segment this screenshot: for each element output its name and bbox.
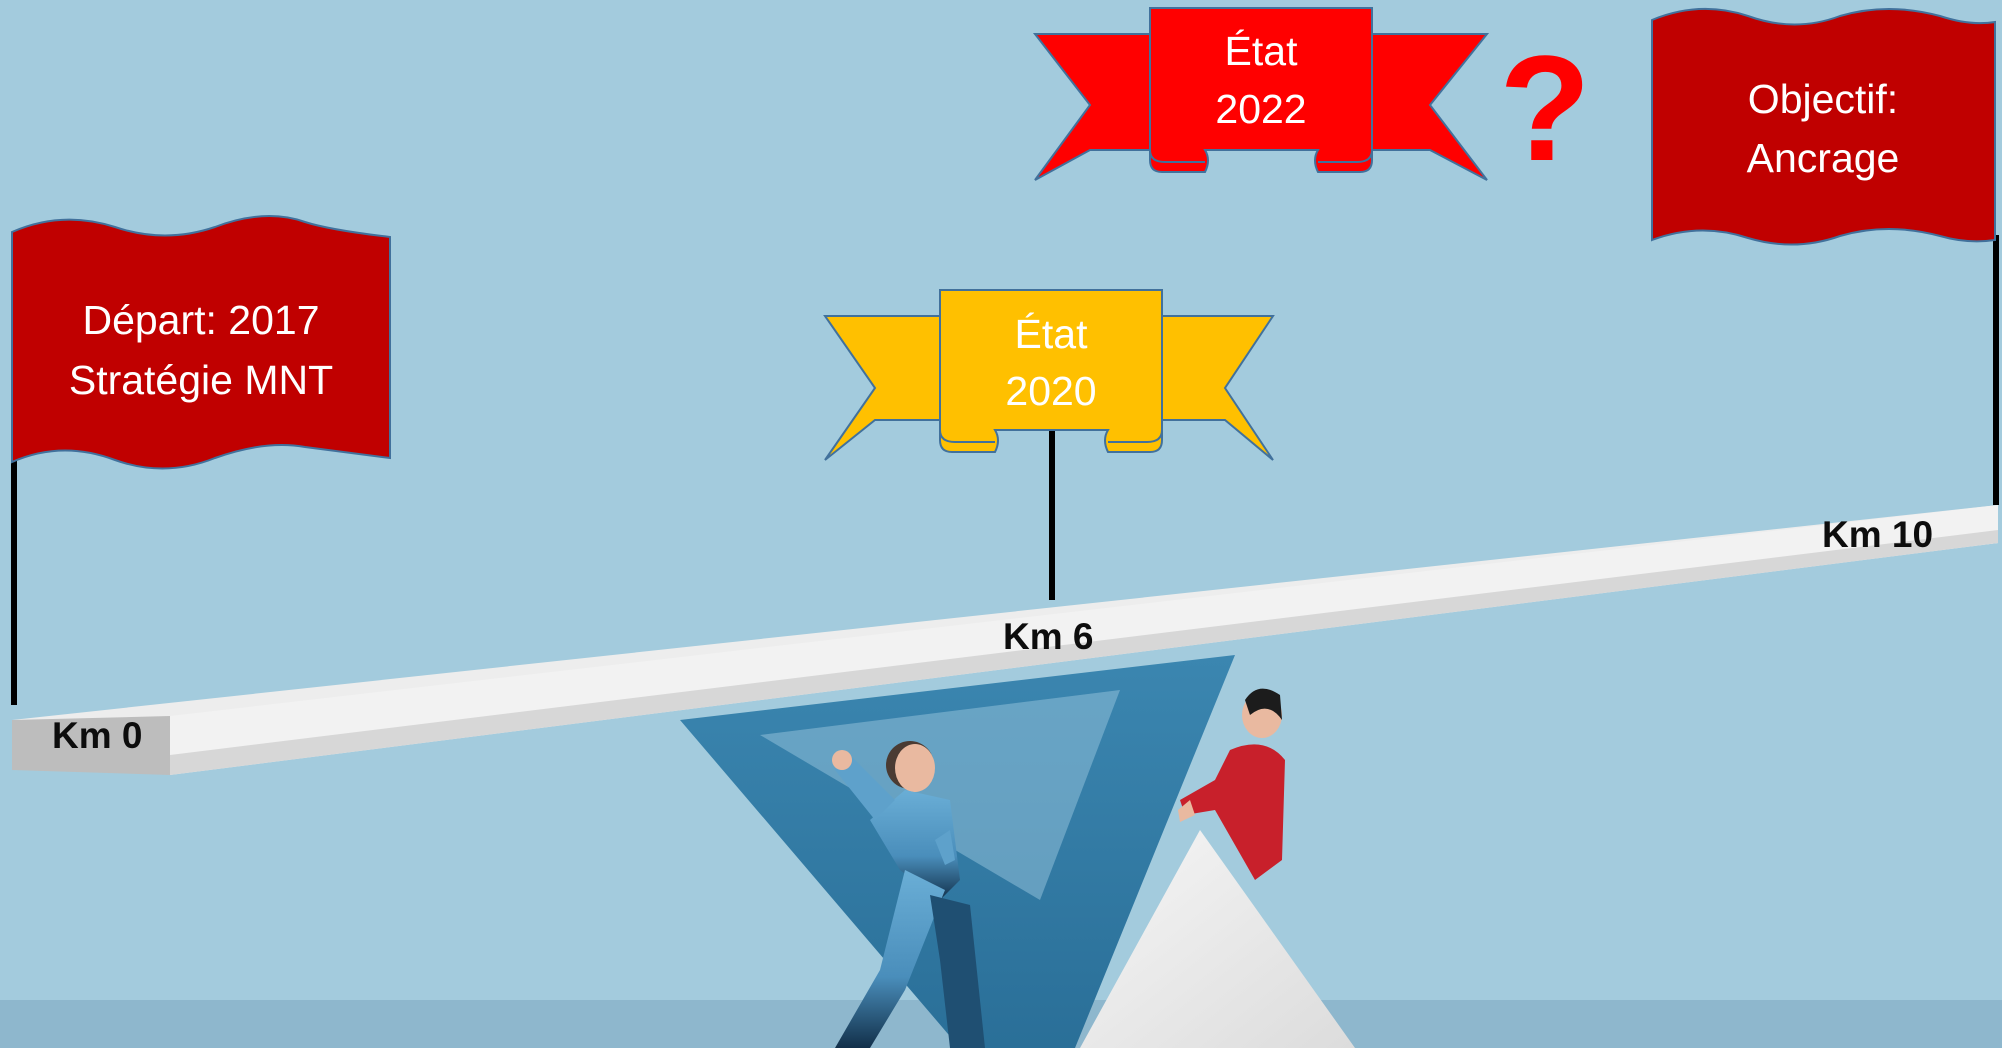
seesaw-beam bbox=[12, 505, 1998, 775]
fulcrum-white-triangle bbox=[1080, 830, 1355, 1048]
flag-start: Départ: 2017 Stratégie MNT bbox=[11, 215, 391, 470]
flag-pole-2020 bbox=[1049, 430, 1055, 600]
question-mark: ? bbox=[1499, 24, 1591, 192]
banner-2020-line1: État bbox=[1015, 311, 1089, 357]
flag-objective: Objectif: Ancrage bbox=[1651, 7, 1996, 246]
banner-state-2022: État 2022 bbox=[1032, 7, 1490, 181]
banner-2022-line2: 2022 bbox=[1215, 86, 1306, 132]
banner-2020-line2: 2020 bbox=[1005, 368, 1096, 414]
person-pushing-icon bbox=[832, 741, 985, 1048]
km-label-10: Km 10 bbox=[1822, 514, 1933, 555]
banner-state-2020: État 2020 bbox=[823, 289, 1275, 461]
banner-2022-line1: État bbox=[1225, 28, 1299, 74]
start-flag-line2: Stratégie MNT bbox=[69, 357, 333, 403]
start-flag-line1: Départ: 2017 bbox=[82, 297, 319, 343]
objective-flag-line1: Objectif: bbox=[1748, 76, 1898, 122]
km-label-6: Km 6 bbox=[1003, 616, 1093, 657]
flag-pole-start bbox=[11, 440, 17, 705]
objective-flag-line2: Ancrage bbox=[1747, 135, 1900, 181]
flag-pole-objective bbox=[1993, 235, 1999, 505]
km-label-0: Km 0 bbox=[52, 715, 142, 756]
person-looking-up-icon bbox=[1178, 688, 1285, 880]
fulcrum-light-face bbox=[760, 690, 1120, 900]
